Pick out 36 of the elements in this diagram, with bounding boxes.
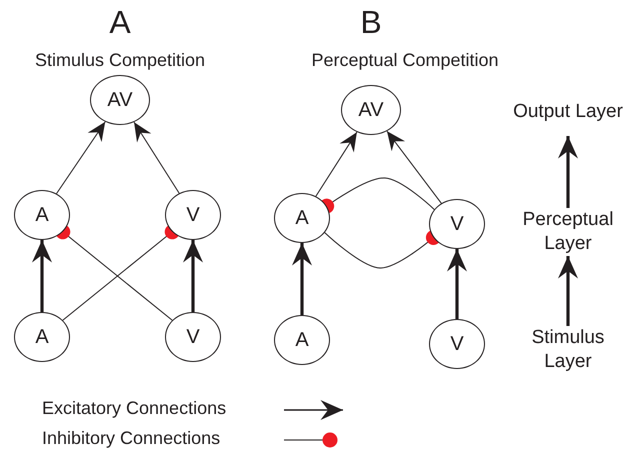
layer-label: Perceptual Layer [522, 208, 614, 256]
node-label: V [450, 212, 464, 236]
neuron-ellipse [165, 312, 221, 362]
layer-label: Output Layer [513, 100, 623, 124]
node-label: A [295, 206, 309, 230]
panel-title: Perceptual Competition [311, 50, 499, 71]
neuron-ellipse [14, 190, 70, 240]
arrow [56, 121, 106, 194]
inhibitory-connector [324, 230, 441, 268]
arrow [32, 240, 52, 312]
legend-text: Excitatory Connections [42, 398, 226, 419]
node-label: AV [107, 88, 133, 112]
node-label: A [35, 326, 49, 348]
panel-title: Stimulus Competition [34, 50, 206, 71]
arrow [134, 122, 180, 194]
arrow [292, 243, 312, 315]
layer-label: Stimulus Layer [530, 326, 606, 374]
node-label: A [295, 328, 309, 352]
neuron-ellipse [429, 199, 485, 249]
panel-letter: B [360, 4, 382, 41]
arrow [183, 240, 203, 312]
arrow [558, 136, 578, 208]
node-label: AV [358, 98, 384, 122]
arrow [315, 132, 358, 197]
arrow [447, 249, 467, 319]
arrow [386, 130, 442, 204]
node-label: V [186, 204, 200, 226]
arrow [558, 256, 578, 326]
node-label: V [450, 332, 464, 356]
neuron-ellipse [14, 312, 70, 362]
legend-text: Inhibitory Connections [42, 428, 220, 449]
node-label: V [186, 326, 200, 348]
neuron-ellipse [274, 193, 330, 243]
panel-letter: A [109, 4, 131, 41]
node-label: A [35, 204, 49, 226]
neuron-ellipse [165, 190, 221, 240]
